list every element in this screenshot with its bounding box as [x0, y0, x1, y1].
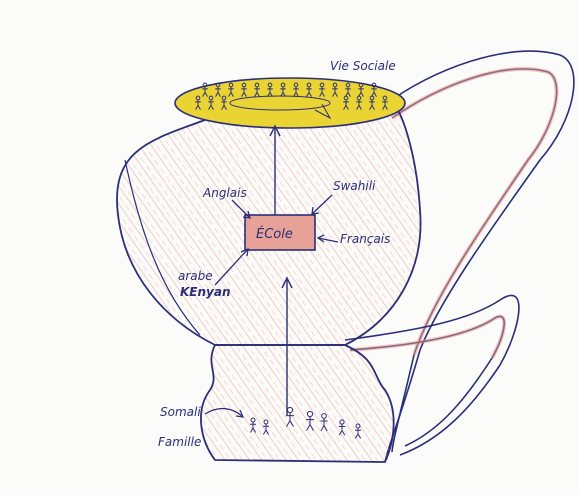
school-label: ÉCole [256, 226, 293, 242]
somali-label: Somali [160, 405, 201, 419]
french-label: Français [340, 232, 390, 246]
swahili-label: Swahili [333, 179, 376, 193]
family-label: Famille [158, 435, 201, 449]
social-life-area [175, 78, 405, 128]
school-box: ÉCole [245, 215, 315, 250]
social-life-label: Vie Sociale [330, 59, 396, 73]
jug-base [201, 345, 394, 462]
english-label: Anglais [202, 186, 247, 200]
